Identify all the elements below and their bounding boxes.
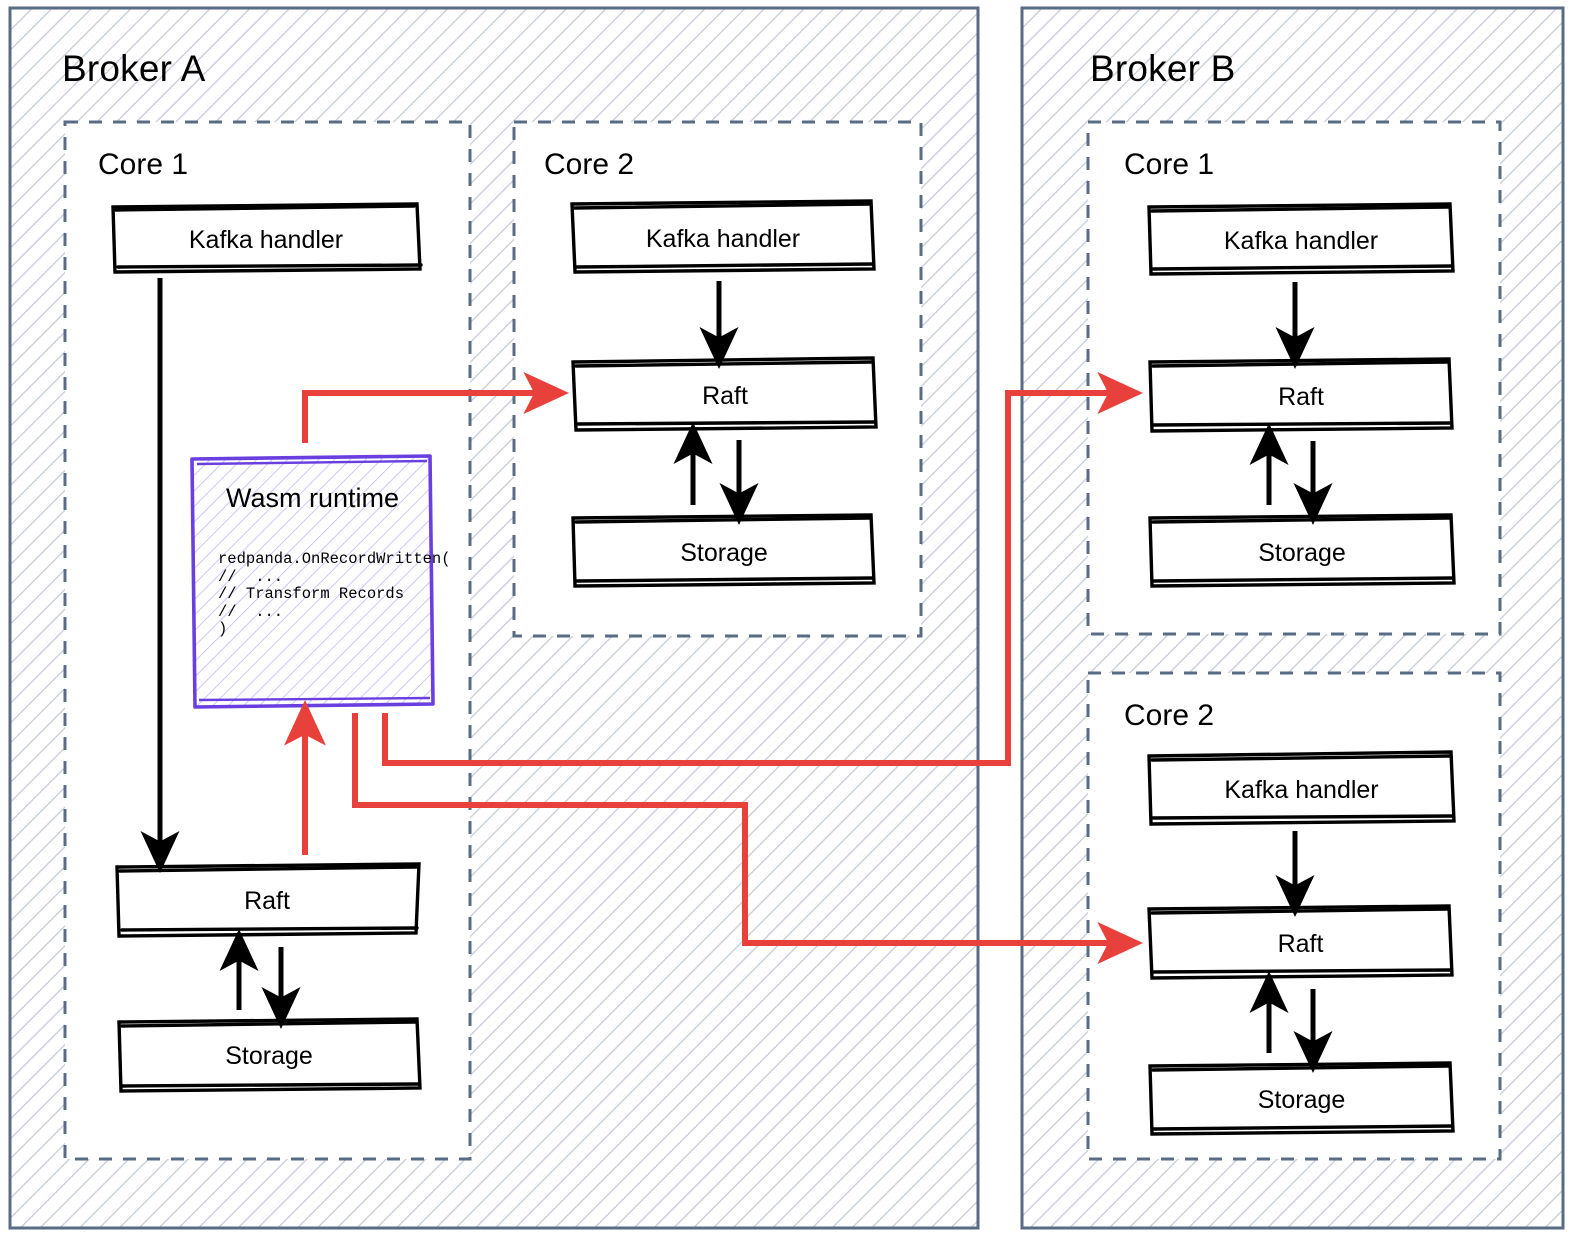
label-raft-a1: Raft: [244, 887, 290, 915]
flow-wasm-to-raft-a2: [302, 372, 570, 443]
label-storage-b2: Storage: [1257, 1086, 1346, 1114]
label-kafka-handler-b1: Kafka handler: [1223, 227, 1379, 255]
label-kafka-handler-a1: Kafka handler: [188, 226, 344, 254]
wasm-runtime-code: redpanda.OnRecordWritten( // ... // Tran…: [218, 550, 451, 639]
label-storage-a2: Storage: [680, 539, 768, 567]
code-line-3: // Transform Records: [218, 585, 405, 603]
wasm-runtime-title: Wasm runtime: [225, 483, 400, 513]
code-line-1: redpanda.OnRecordWritten(: [218, 550, 451, 568]
label-kafka-handler-a2: Kafka handler: [645, 225, 801, 253]
broker-a-core-2-title: Core 2: [544, 148, 635, 181]
broker-b-title: Broker B: [1090, 48, 1236, 89]
label-kafka-handler-b2: Kafka handler: [1224, 776, 1379, 804]
wasm-runtime-box: [190, 454, 435, 709]
code-line-4: // ...: [218, 602, 284, 621]
label-raft-b1: Raft: [1278, 383, 1324, 411]
broker-a-title: Broker A: [62, 48, 206, 89]
box-kafka-handler-b1: [1147, 202, 1455, 276]
box-kafka-handler-a2: [570, 199, 876, 274]
label-raft-a2: Raft: [702, 382, 748, 410]
label-raft-b2: Raft: [1277, 930, 1324, 958]
flow-wasm-to-raft-b2: [352, 713, 1144, 964]
box-kafka-handler-b2: [1147, 750, 1456, 826]
code-line-5: ): [218, 620, 228, 638]
label-storage-a1: Storage: [225, 1042, 313, 1070]
broker-a-core-1-title: Core 1: [98, 148, 189, 181]
code-line-2: // ...: [218, 567, 284, 586]
broker-b-core-2-title: Core 2: [1124, 699, 1215, 732]
box-kafka-handler-a1: [111, 202, 423, 274]
label-storage-b1: Storage: [1258, 539, 1346, 567]
broker-b-core-1-title: Core 1: [1124, 148, 1215, 181]
flow-wasm-to-raft-b1: [382, 372, 1144, 766]
